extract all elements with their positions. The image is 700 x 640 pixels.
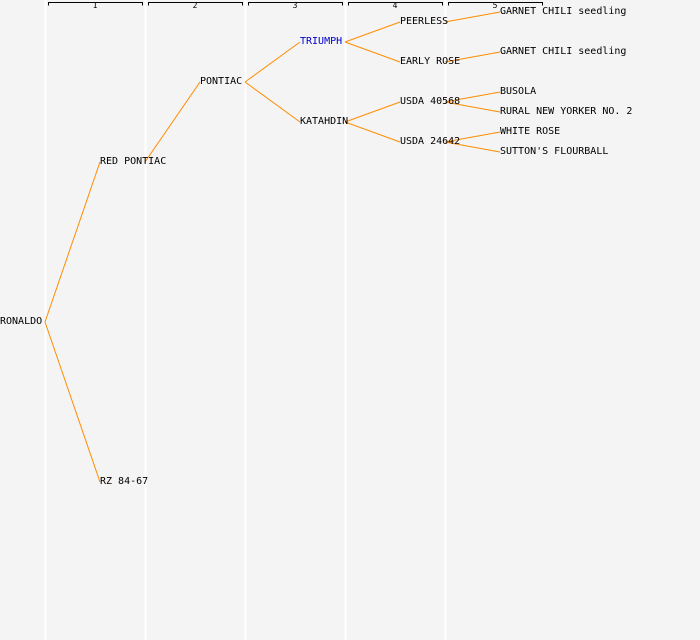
generation-bracket — [148, 2, 243, 6]
generation-bracket — [48, 2, 143, 6]
node-early-rose[interactable]: EARLY ROSE — [400, 56, 461, 67]
generation-number: 3 — [292, 1, 298, 10]
connector-usda-40568-to-busola — [444, 91, 501, 103]
connector-usda-40568-to-rural-new-yorker — [444, 101, 501, 113]
node-katahdin[interactable]: KATAHDIN — [300, 116, 349, 127]
node-busola[interactable]: BUSOLA — [500, 86, 537, 97]
node-red-pontiac[interactable]: RED PONTIAC — [100, 156, 167, 167]
node-usda-40568[interactable]: USDA 40568 — [400, 96, 461, 107]
connector-pontiac-to-triumph — [244, 41, 301, 83]
node-peerless[interactable]: PEERLESS — [400, 16, 449, 27]
node-triumph[interactable]: TRIUMPH — [300, 36, 343, 47]
node-garnet-chili-1[interactable]: GARNET CHILI seedling — [500, 6, 627, 17]
generation-number: 5 — [492, 1, 498, 10]
connector-katahdin-to-usda-24642 — [344, 121, 401, 143]
connector-red-pontiac-to-pontiac — [144, 81, 201, 163]
connector-ronaldo-to-rz-84-67 — [44, 321, 101, 483]
connector-triumph-to-peerless — [344, 21, 401, 43]
node-white-rose[interactable]: WHITE ROSE — [500, 126, 561, 137]
connector-pontiac-to-katahdin — [244, 81, 301, 123]
generation-bracket — [248, 2, 343, 6]
generation-number: 4 — [392, 1, 398, 10]
connector-peerless-to-garnet-chili-1 — [444, 11, 501, 23]
node-rz-84-67[interactable]: RZ 84-67 — [100, 476, 149, 487]
generation-number: 2 — [192, 1, 198, 10]
generation-bracket — [348, 2, 443, 6]
connector-ronaldo-to-red-pontiac — [44, 161, 101, 323]
node-rural-new-yorker[interactable]: RURAL NEW YORKER NO. 2 — [500, 106, 633, 117]
node-suttons-flourball[interactable]: SUTTON'S FLOURBALL — [500, 146, 609, 157]
node-garnet-chili-2[interactable]: GARNET CHILI seedling — [500, 46, 627, 57]
node-pontiac[interactable]: PONTIAC — [200, 76, 243, 87]
connector-usda-24642-to-white-rose — [444, 131, 501, 143]
generation-number: 1 — [92, 1, 98, 10]
connector-triumph-to-early-rose — [344, 41, 401, 63]
node-ronaldo[interactable]: RONALDO — [0, 316, 43, 327]
node-usda-24642[interactable]: USDA 24642 — [400, 136, 461, 147]
connector-katahdin-to-usda-40568 — [344, 101, 401, 123]
generation-bracket — [448, 2, 543, 6]
connector-early-rose-to-garnet-chili-2 — [444, 51, 501, 63]
connector-usda-24642-to-suttons-flourball — [444, 141, 501, 153]
